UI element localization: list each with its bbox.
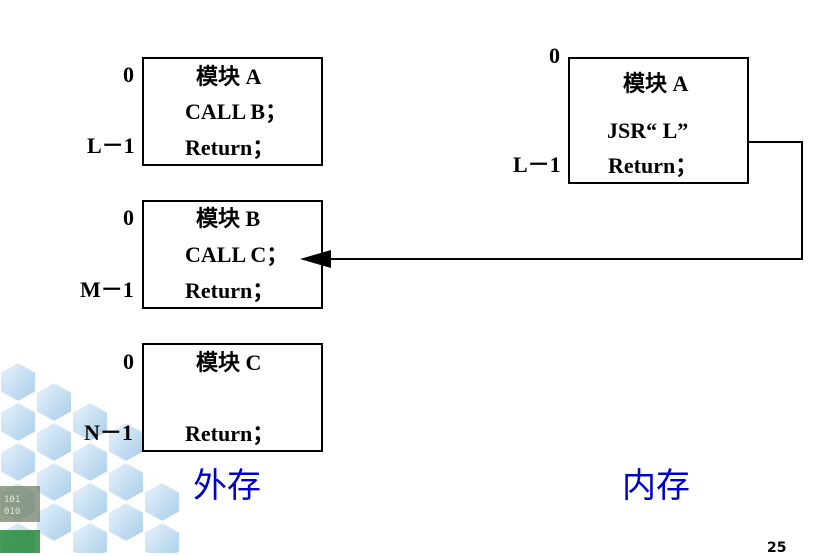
binary-cube-icon: 101 010	[0, 486, 40, 522]
module-b-title: 模块 B	[196, 206, 261, 231]
module-b-call-instruction: CALL C；	[185, 242, 289, 267]
module-a-title: 模块 A	[196, 64, 262, 89]
module-b-start-address: 0	[123, 205, 134, 230]
module-b-end-address: M－1	[80, 277, 134, 302]
external-storage-label: 外存	[193, 466, 261, 506]
module-a-start-address: 0	[123, 62, 134, 87]
memory-module-a-title: 模块 A	[623, 71, 689, 96]
module-b-return: Return；	[185, 278, 275, 303]
memory-module-a-jsr-instruction: JSR“ L”	[607, 118, 689, 143]
module-b-box: 模块 B CALL C； Return；	[142, 200, 323, 309]
module-c-end-address: N－1	[84, 420, 133, 445]
module-c-box: 模块 C Return；	[142, 343, 323, 452]
svg-text:010: 010	[4, 507, 20, 517]
memory-module-a-return: Return；	[608, 153, 698, 178]
svg-text:101: 101	[4, 495, 20, 505]
module-a-return: Return；	[185, 135, 275, 160]
memory-module-a-end-address: L－1	[513, 152, 561, 177]
module-c-title: 模块 C	[196, 350, 262, 375]
module-a-end-address: L－1	[87, 133, 135, 158]
page-number: 25	[767, 540, 787, 556]
memory-module-a-start-address: 0	[549, 43, 560, 68]
module-a-call-instruction: CALL B；	[185, 99, 288, 124]
module-c-start-address: 0	[123, 349, 134, 374]
memory-module-a-box: 模块 A JSR“ L” Return；	[568, 57, 749, 184]
main-memory-label: 内存	[622, 466, 690, 506]
module-a-box: 模块 A CALL B； Return；	[142, 57, 323, 166]
module-c-return: Return；	[185, 421, 275, 446]
